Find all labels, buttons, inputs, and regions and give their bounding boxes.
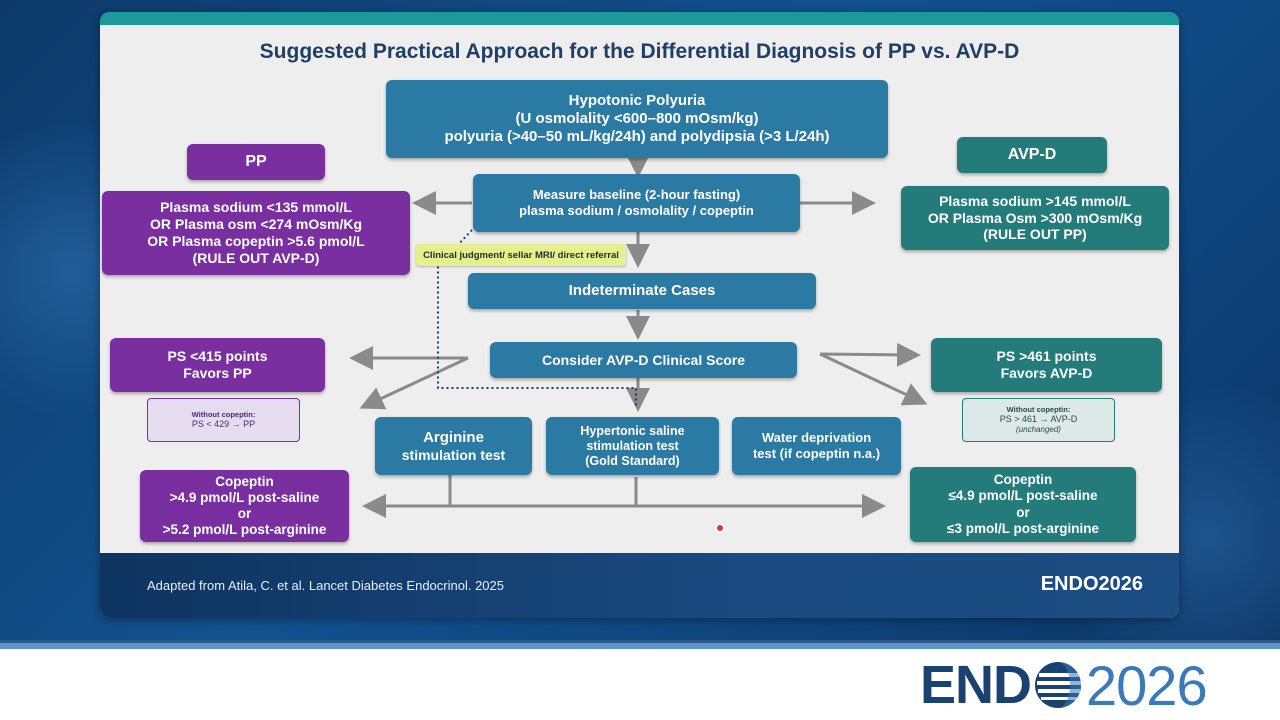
avpd-no-copeptin-rule: PS > 461 → AVP-D xyxy=(999,414,1078,425)
baseline-measure-box: Measure baseline (2-hour fasting) plasma… xyxy=(473,174,800,232)
ps-low-points: PS <415 points xyxy=(167,348,268,365)
copeptin-avpd-box: Copeptin ≤4.9 pmol/L post-saline or ≤3 p… xyxy=(910,467,1136,542)
slide-title: Suggested Practical Approach for the Dif… xyxy=(259,40,1020,63)
copeptin-pp-arginine: >5.2 pmol/L post-arginine xyxy=(162,522,327,538)
urine-osmolality-criterion: (U osmolality <600–800 mOsm/kg) xyxy=(515,110,759,127)
pp-no-copeptin-rule: PS < 429 → PP xyxy=(191,419,256,430)
polyuria-criterion: polyuria (>40–50 mL/kg/24h) and polydips… xyxy=(444,128,830,145)
arginine-test-title: Arginine xyxy=(423,428,484,446)
clinical-judgment-note: Clinical judgment/ sellar MRI/ direct re… xyxy=(416,244,626,266)
globe-icon xyxy=(1035,662,1082,708)
pp-label-box: PP xyxy=(187,144,325,180)
water-deprivation-box: Water deprivation test (if copeptin n.a.… xyxy=(732,417,901,475)
avpd-label: AVP-D xyxy=(1007,146,1057,164)
water-deprivation-subtitle: test (if copeptin n.a.) xyxy=(752,446,881,461)
ps-low-box: PS <415 points Favors PP xyxy=(110,338,325,392)
pp-criteria-box: Plasma sodium <135 mmol/L OR Plasma osm … xyxy=(102,191,410,275)
ps-high-points: PS >461 points xyxy=(996,348,1097,365)
avpd-criterion-sodium: Plasma sodium >145 mmol/L xyxy=(939,192,1131,209)
slide-footer: Adapted from Atila, C. et al. Lancet Dia… xyxy=(100,553,1179,618)
avpd-criterion-osm: OR Plasma Osm >300 mOsm/Kg xyxy=(927,209,1143,226)
arginine-test-subtitle: stimulation test xyxy=(401,446,506,463)
ps-low-favors: Favors PP xyxy=(183,365,252,381)
copeptin-avpd-saline: ≤4.9 pmol/L post-saline xyxy=(948,488,1098,504)
copeptin-pp-box: Copeptin >4.9 pmol/L post-saline or >5.2… xyxy=(140,470,349,542)
pp-no-copeptin-heading: Without copeptin: xyxy=(191,409,256,419)
avpd-label-box: AVP-D xyxy=(957,137,1107,173)
footer-brand: ENDO2026 xyxy=(1040,573,1143,595)
saline-test-box: Hypertonic saline stimulation test (Gold… xyxy=(546,417,719,475)
presentation-slide: Suggested Practical Approach for the Dif… xyxy=(100,12,1179,618)
copeptin-pp-or: or xyxy=(237,506,252,521)
avpd-criterion-rule-out: (RULE OUT PP) xyxy=(983,226,1087,243)
baseline-line-2: plasma sodium / osmolality / copeptin xyxy=(519,203,754,218)
avpd-no-copeptin-unchanged: (unchanged) xyxy=(1016,425,1061,435)
slide-top-bar xyxy=(100,12,1179,25)
ps-high-favors: Favors AVP-D xyxy=(1000,365,1093,381)
arrow-score-to-ps-high xyxy=(819,342,921,367)
ps-high-box: PS >461 points Favors AVP-D xyxy=(931,338,1162,392)
avpd-no-copeptin-heading: Without copeptin: xyxy=(1006,404,1071,414)
endo-logo: END 2026 xyxy=(920,653,1208,717)
copeptin-avpd-arginine: ≤3 pmol/L post-arginine xyxy=(947,520,1099,536)
logo-year-text: 2026 xyxy=(1086,653,1208,717)
arrow-score-to-tests-right xyxy=(819,352,928,406)
water-deprivation-title: Water deprivation xyxy=(761,430,872,446)
arginine-test-box: Arginine stimulation test xyxy=(375,417,532,475)
copeptin-avpd-or: or xyxy=(1016,504,1030,520)
clinical-score-box: Consider AVP-D Clinical Score xyxy=(490,342,797,378)
avpd-criteria-box: Plasma sodium >145 mmol/L OR Plasma Osm … xyxy=(901,186,1169,250)
indeterminate-cases-box: Indeterminate Cases xyxy=(468,273,816,309)
saline-test-title: Hypertonic saline xyxy=(580,423,685,438)
baseline-line-1: Measure baseline (2-hour fasting) xyxy=(532,187,741,203)
saline-test-subtitle: stimulation test xyxy=(586,438,679,453)
hypotonic-polyuria-box: Hypotonic Polyuria (U osmolality <600–80… xyxy=(386,80,888,158)
citation-text: Adapted from Atila, C. et al. Lancet Dia… xyxy=(147,578,504,593)
copeptin-avpd-title: Copeptin xyxy=(993,472,1053,488)
clinical-score-label: Consider AVP-D Clinical Score xyxy=(541,351,746,368)
indeterminate-label: Indeterminate Cases xyxy=(568,282,716,299)
saline-test-gold-standard: (Gold Standard) xyxy=(585,453,680,468)
dotted-clinical-path xyxy=(437,229,637,406)
avpd-no-copeptin-note: Without copeptin: PS > 461 → AVP-D (unch… xyxy=(962,398,1115,442)
arrow-score-to-tests-left xyxy=(359,356,469,410)
pp-criterion-sodium: Plasma sodium <135 mmol/L xyxy=(160,199,352,216)
pp-criterion-rule-out: (RULE OUT AVP-D) xyxy=(192,249,320,266)
flow-connectors xyxy=(349,154,928,518)
pp-no-copeptin-note: Without copeptin: PS < 429 → PP xyxy=(147,398,300,442)
pp-label: PP xyxy=(245,153,267,171)
pp-criterion-copeptin: OR Plasma copeptin >5.6 pmol/L xyxy=(147,233,365,249)
copeptin-pp-saline: >4.9 pmol/L post-saline xyxy=(169,489,320,505)
mouse-pointer-dot xyxy=(715,523,725,533)
logo-end-text: END xyxy=(920,655,1032,715)
hypotonic-polyuria-title: Hypotonic Polyuria xyxy=(568,92,706,109)
copeptin-pp-title: Copeptin xyxy=(215,473,274,489)
pp-criterion-osm: OR Plasma osm <274 mOsm/Kg xyxy=(149,216,363,233)
